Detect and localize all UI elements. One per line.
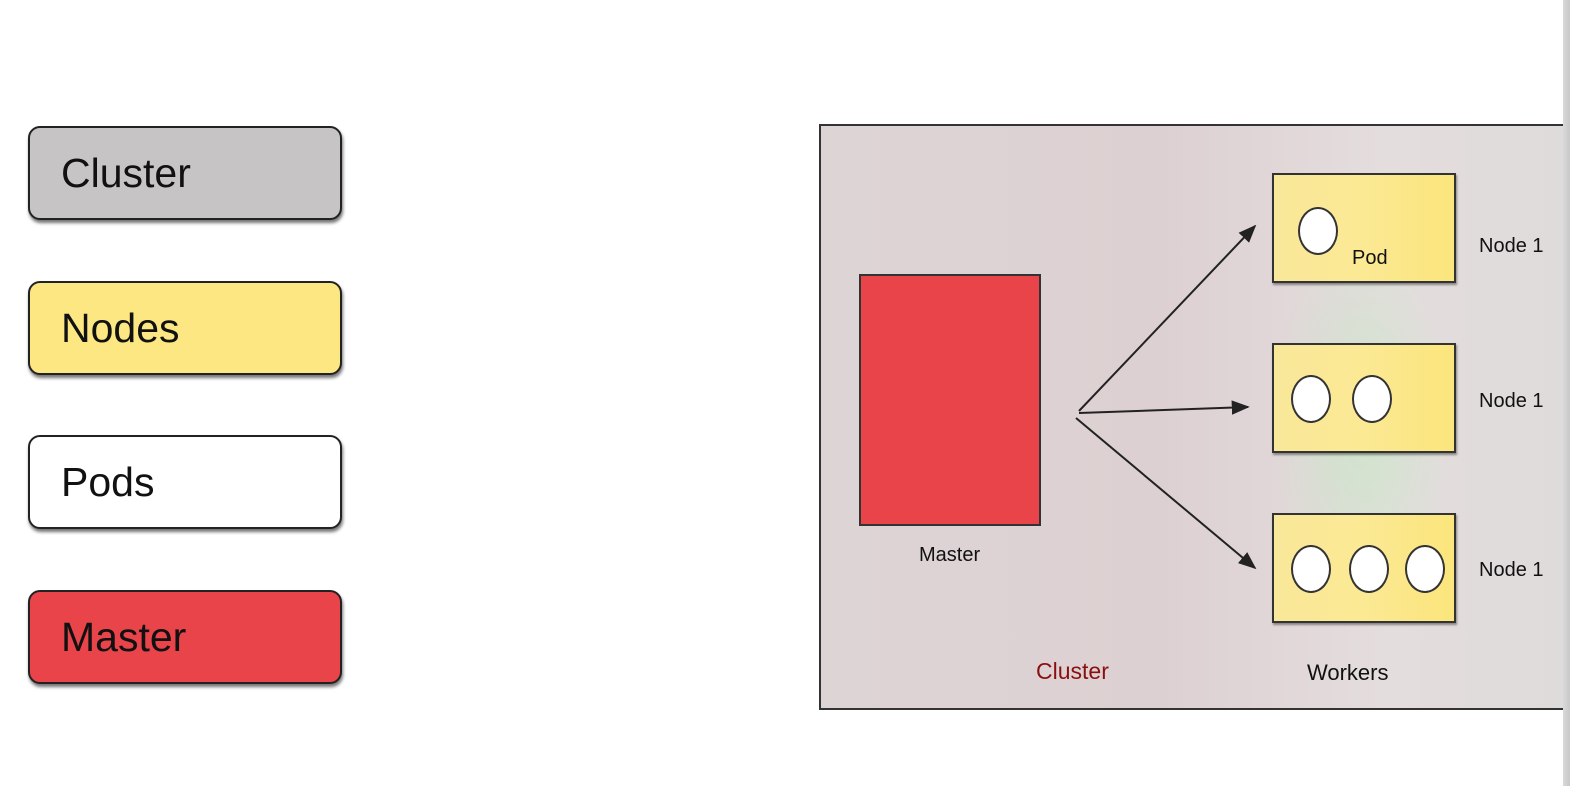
legend-nodes-label: Nodes <box>61 304 180 351</box>
node-box-2 <box>1272 343 1456 453</box>
legend-cluster: Cluster <box>28 126 342 220</box>
node-box-1: Pod <box>1272 173 1456 283</box>
cluster-caption: Cluster <box>1036 658 1109 684</box>
arrow-to-node-3 <box>1075 417 1257 570</box>
legend-cluster-label: Cluster <box>61 149 191 196</box>
master-block <box>859 274 1041 526</box>
cluster-diagram: Master Pod Node 1 Node 1 Node 1 Cluster … <box>819 124 1570 710</box>
master-caption: Master <box>919 544 981 566</box>
window-edge <box>1563 0 1570 786</box>
node-label-3: Node 1 <box>1479 559 1544 581</box>
pod-circle <box>1298 207 1338 255</box>
arrows <box>1075 224 1257 570</box>
arrow-to-node-2 <box>1078 400 1250 415</box>
legend-nodes: Nodes <box>28 281 342 375</box>
legend-pods: Pods <box>28 435 342 529</box>
pod-circle <box>1349 545 1389 593</box>
arrow-to-node-1 <box>1078 224 1257 412</box>
pod-circle <box>1291 545 1331 593</box>
node-label-1: Node 1 <box>1479 235 1544 257</box>
workers-caption: Workers <box>1307 660 1389 685</box>
pod-caption: Pod <box>1352 247 1388 269</box>
legend-pods-label: Pods <box>61 458 155 505</box>
pod-circle <box>1291 375 1331 423</box>
legend-master: Master <box>28 590 342 684</box>
node-label-2: Node 1 <box>1479 390 1544 412</box>
node-box-3 <box>1272 513 1456 623</box>
legend-master-label: Master <box>61 613 187 660</box>
pod-circle <box>1352 375 1392 423</box>
pod-circle <box>1405 545 1445 593</box>
